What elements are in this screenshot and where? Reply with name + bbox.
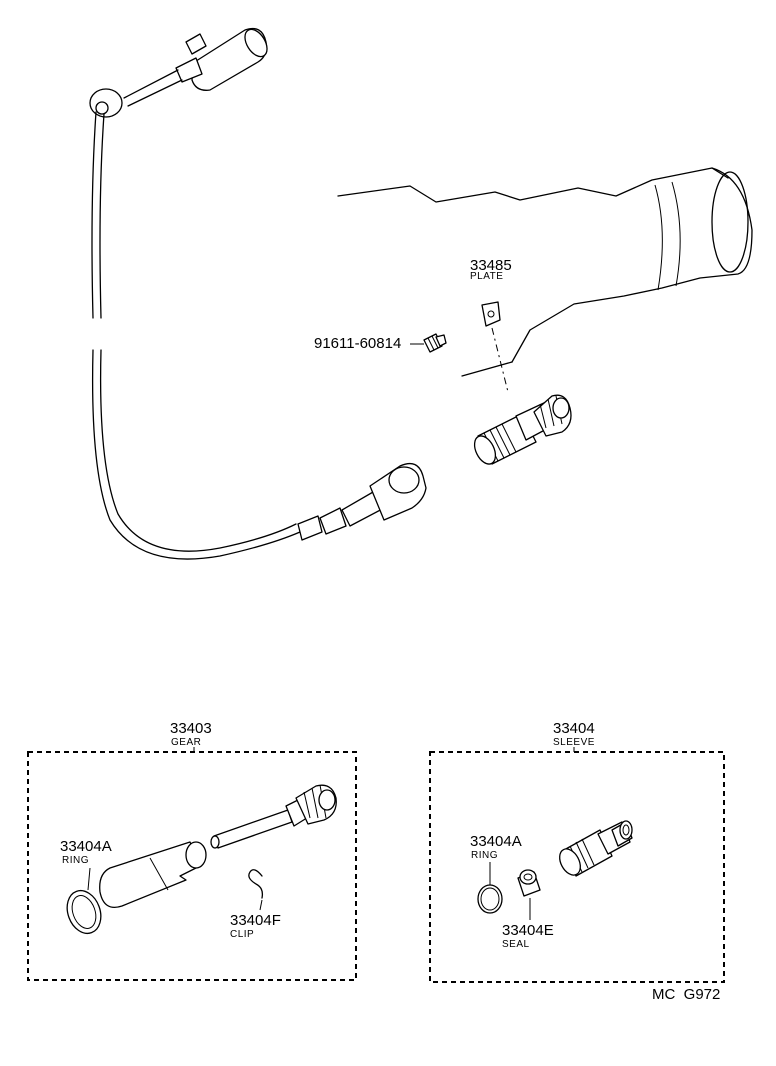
transmission-extension-housing	[337, 167, 753, 377]
gear-group: 33403 GEAR 33404A RING 33404F CLIP	[27, 720, 357, 981]
cable-meter-end-connector	[123, 27, 268, 107]
gear-group-part-number: 33403	[170, 720, 212, 737]
sleeve-part	[559, 820, 633, 877]
seal-part	[517, 869, 541, 897]
gear-group-box	[27, 751, 357, 981]
gear-clip-part-number: 33404F	[230, 912, 281, 929]
gear-clip-part-name: CLIP	[230, 929, 254, 940]
seal-part-name: SEAL	[502, 939, 530, 950]
gear-ring-part-name: RING	[62, 855, 89, 866]
gear-clip-leader	[259, 899, 263, 911]
cable-grommet	[89, 88, 123, 118]
speedometer-cable	[89, 27, 427, 560]
diagram-code: MC G972	[652, 986, 720, 1003]
bolt-part-number: 91611-60814	[314, 335, 401, 352]
sleeve-ring-part-name: RING	[471, 850, 498, 861]
plate-part	[481, 301, 501, 327]
driven-gear-assembly	[473, 394, 572, 465]
plate-part-name: PLATE	[470, 271, 503, 282]
sleeve-group-box	[429, 751, 725, 983]
cable-transmission-end	[297, 462, 427, 541]
gear-sleeve-part	[99, 841, 207, 909]
gear-ring-leader	[87, 867, 91, 891]
gear-group-part-name: GEAR	[171, 737, 201, 748]
gear-shaft-part	[210, 784, 337, 849]
sleeve-ring-part-number: 33404A	[470, 833, 522, 850]
plate-alignment-line	[491, 327, 509, 393]
sleeve-group: 33404 SLEEVE 33404A RING 33404E SEAL	[429, 720, 725, 983]
sleeve-ring-part	[477, 884, 503, 914]
gear-ring-part-number: 33404A	[60, 838, 112, 855]
sleeve-group-part-number: 33404	[553, 720, 595, 737]
seal-part-number: 33404E	[502, 922, 554, 939]
bolt-part	[423, 333, 447, 353]
gear-ring-part	[66, 889, 102, 935]
sleeve-group-part-name: SLEEVE	[553, 737, 595, 748]
gear-clip-part	[248, 869, 264, 899]
plate-part-number: 33485	[470, 257, 512, 274]
